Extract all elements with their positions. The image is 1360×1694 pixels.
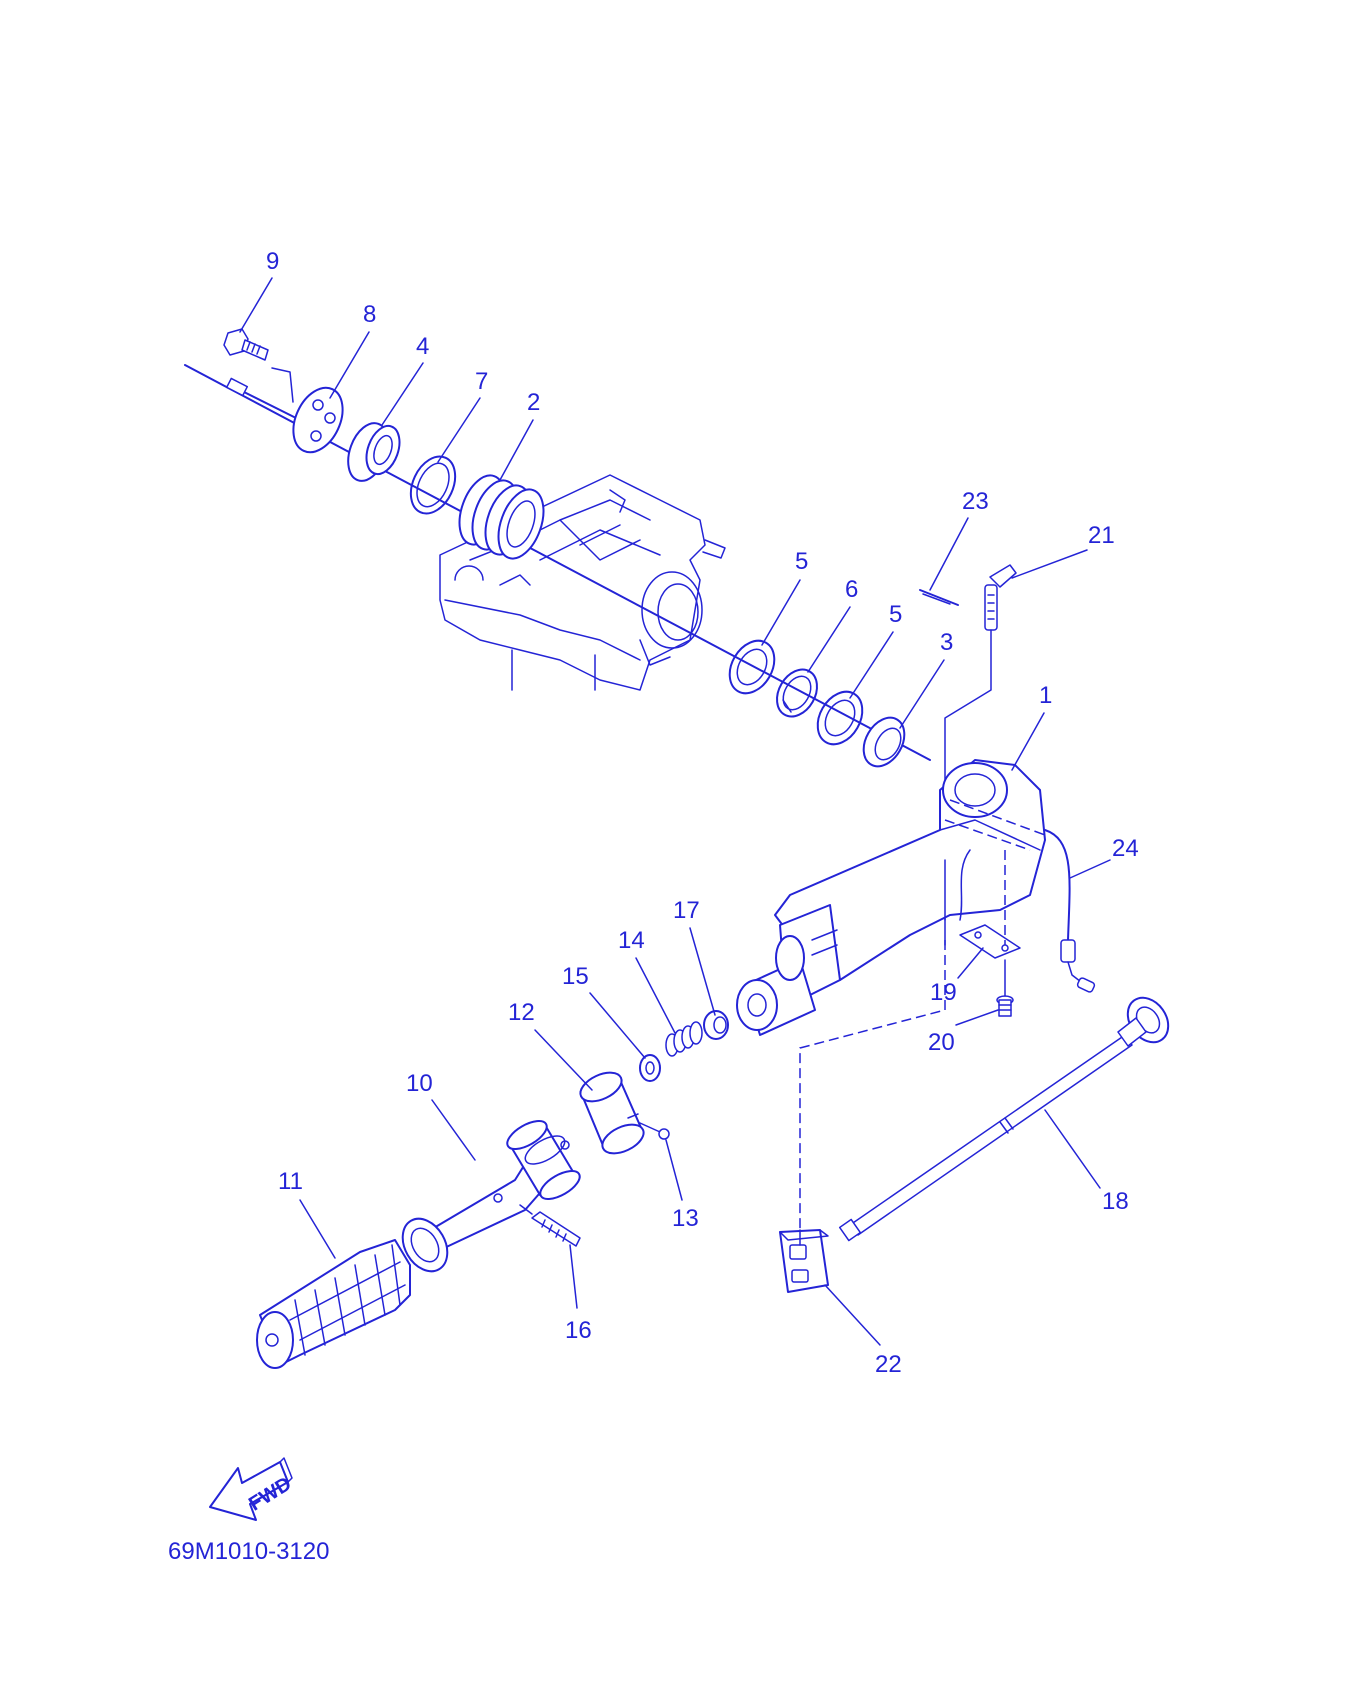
part-12-sleeve <box>579 1071 645 1155</box>
callout-labels: 9 8 4 7 2 23 21 5 6 5 3 1 24 17 14 15 12… <box>266 248 1139 1378</box>
part-23-pin <box>919 589 959 606</box>
part-3-bushing <box>862 716 906 768</box>
part-5-washer-a <box>728 639 776 695</box>
part-20-screw <box>996 959 1014 1017</box>
throttle-cable <box>225 377 301 421</box>
leader-lines <box>239 277 1111 1346</box>
part-22-clamp <box>779 940 946 1293</box>
part-13-screw <box>639 1122 670 1140</box>
callout-18: 18 <box>1102 1188 1129 1215</box>
callout-5a: 5 <box>795 548 808 575</box>
part-19-plate <box>959 850 1021 959</box>
callout-5b: 5 <box>889 601 902 628</box>
callout-10: 10 <box>406 1070 433 1097</box>
part-9-bolt <box>223 328 294 403</box>
fwd-arrow: FWD <box>209 1457 295 1521</box>
part-16-screw <box>519 1204 581 1247</box>
callout-20: 20 <box>928 1029 955 1056</box>
callout-9: 9 <box>266 248 279 275</box>
part-5-washer-b <box>816 690 864 746</box>
callout-22: 22 <box>875 1351 902 1378</box>
part-17-collar <box>703 1010 729 1040</box>
callout-11: 11 <box>278 1168 303 1195</box>
callout-12: 12 <box>508 999 535 1026</box>
callout-24: 24 <box>1112 835 1139 862</box>
callout-21: 21 <box>1088 522 1115 549</box>
part-4-bushing <box>347 422 401 482</box>
part-11-grip <box>256 1239 411 1369</box>
part-14-spring <box>665 1021 703 1057</box>
callout-4: 4 <box>416 333 429 360</box>
callout-1: 1 <box>1039 682 1052 709</box>
callout-15: 15 <box>562 963 589 990</box>
part-6-ring <box>776 668 818 718</box>
part-2-bellows <box>458 474 545 560</box>
callout-7: 7 <box>475 368 488 395</box>
callout-16: 16 <box>565 1317 592 1344</box>
part-18-rod <box>838 996 1170 1242</box>
drawing-code: 69M1010-3120 <box>168 1538 329 1565</box>
callout-2: 2 <box>527 389 540 416</box>
part-7-o-ring <box>409 455 457 515</box>
part-15-washer <box>639 1054 661 1082</box>
callout-6: 6 <box>845 576 858 603</box>
callout-23: 23 <box>962 488 989 515</box>
callout-8: 8 <box>363 301 376 328</box>
part-8-plate <box>292 386 344 454</box>
callout-14: 14 <box>618 927 645 954</box>
callout-3: 3 <box>940 629 953 656</box>
callout-19: 19 <box>930 979 957 1006</box>
callout-17: 17 <box>673 897 700 924</box>
part-24-wire <box>1044 829 1096 993</box>
callout-13: 13 <box>672 1205 699 1232</box>
part-10-throttle-shaft <box>401 1120 581 1273</box>
part-1-steering-arm <box>736 759 1046 1036</box>
